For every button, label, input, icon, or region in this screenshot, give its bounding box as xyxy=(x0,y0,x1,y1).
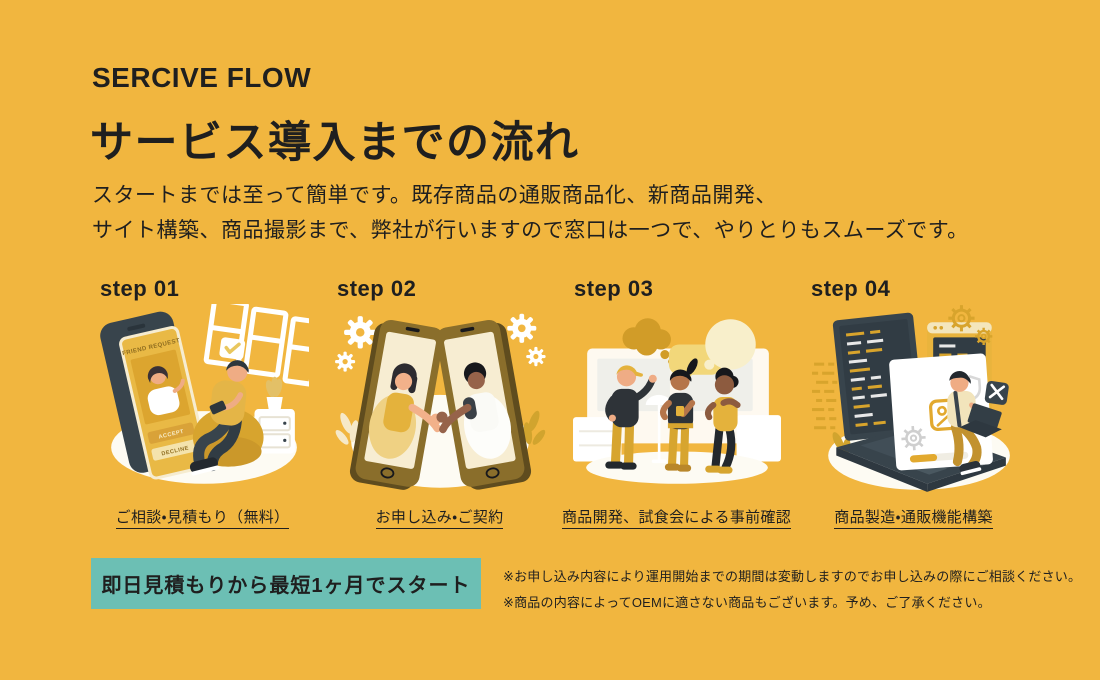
cabinet-right xyxy=(736,415,781,462)
developer-person xyxy=(946,371,1002,476)
step-02-label: step 02 xyxy=(337,276,417,301)
step-04-caption-link[interactable]: 商品製造・通販機能構築 xyxy=(834,509,993,529)
step-04-label: step 04 xyxy=(811,276,891,301)
gear-icon xyxy=(506,313,536,343)
step-04-illustration xyxy=(795,304,1032,502)
description-line-2: サイト構築、商品撮影まで、弊社が行いますので窓口は一つで、やりとりもスムーズです… xyxy=(92,219,969,242)
gear-icon xyxy=(947,305,975,332)
step-04-caption: 商品製造・通販機能構築 xyxy=(795,506,1032,529)
step-03-caption-link[interactable]: 商品開発、試食会による事前確認 xyxy=(561,509,792,529)
gear-icon xyxy=(900,425,926,451)
right-phone-with-man xyxy=(435,319,531,490)
man-with-cap xyxy=(604,365,657,470)
step-02-caption-link[interactable]: お申し込み・ご契約 xyxy=(375,509,504,529)
step-01-illustration: FRIEND REQUEST ACCEPT DECLINE xyxy=(84,304,321,502)
section-eyebrow: SERCIVE FLOW xyxy=(92,62,312,93)
step-02: step 02 xyxy=(321,276,558,529)
handshake xyxy=(407,403,472,434)
steps-row: step 01 xyxy=(84,276,1034,529)
description-line-1: スタートまでは至って簡単です。既存商品の通販商品化、新商品開発、 xyxy=(92,184,777,207)
discussion-illustration-svg xyxy=(572,318,781,484)
step-01-caption-link[interactable]: ご相談・見積もり（無料） xyxy=(115,509,290,529)
gear-icon xyxy=(343,316,376,349)
section-title: サービス導入までの流れ xyxy=(90,119,580,167)
left-phone-with-woman xyxy=(349,319,444,490)
nightstand xyxy=(253,376,295,454)
progress-bar-fill xyxy=(909,453,937,463)
step-04: step 04 xyxy=(795,276,1032,529)
woman-with-ponytail xyxy=(659,358,698,472)
woman-in-yellow-top xyxy=(704,367,741,474)
notes: ※お申し込み内容により運用開始までの期間は変動しますのでお申し込みの際にご相談く… xyxy=(503,564,1081,616)
speech-bubble-circle xyxy=(703,319,756,370)
gear-icon xyxy=(334,351,355,372)
note-line-2: ※商品の内容によってOEMに適さない商品もございます。予め、ご了承ください。 xyxy=(503,595,991,610)
accept-button-label: ACCEPT xyxy=(158,429,185,441)
step-01-caption: ご相談・見積もり（無料） xyxy=(84,506,321,529)
step-03: step 03 xyxy=(558,276,795,529)
contract-illustration-svg xyxy=(334,313,546,490)
step-01: step 01 xyxy=(84,276,321,529)
section-description: スタートまでは至って簡単です。既存商品の通販商品化、新商品開発、 サイト構築、商… xyxy=(92,178,969,248)
note-line-1: ※お申し込み内容により運用開始までの期間は変動しますのでお申し込みの際にご相談く… xyxy=(503,569,1082,584)
check-badge-icon xyxy=(218,337,245,360)
leaves-right xyxy=(523,410,545,445)
development-illustration-svg xyxy=(811,305,1010,492)
step-02-caption: お申し込み・ご契約 xyxy=(321,506,558,529)
step-02-illustration xyxy=(321,304,558,502)
binary-code-decoration xyxy=(811,362,837,430)
tools-badge-icon xyxy=(984,380,1009,405)
cta-banner: 即日見積もりから最短1ヶ月でスタート xyxy=(91,558,481,609)
step-03-label: step 03 xyxy=(574,276,654,301)
step-03-illustration xyxy=(558,304,795,502)
consultation-illustration-svg: FRIEND REQUEST ACCEPT DECLINE xyxy=(99,304,309,484)
person-on-beanbag xyxy=(189,360,264,476)
gear-icon xyxy=(525,346,546,367)
cabinet-left xyxy=(572,417,621,462)
gear-icon xyxy=(974,327,992,346)
step-01-label: step 01 xyxy=(100,276,180,301)
step-03-caption: 商品開発、試食会による事前確認 xyxy=(558,506,795,529)
friend-request-phone: FRIEND REQUEST ACCEPT DECLINE xyxy=(99,311,209,480)
window-frames xyxy=(203,304,309,387)
